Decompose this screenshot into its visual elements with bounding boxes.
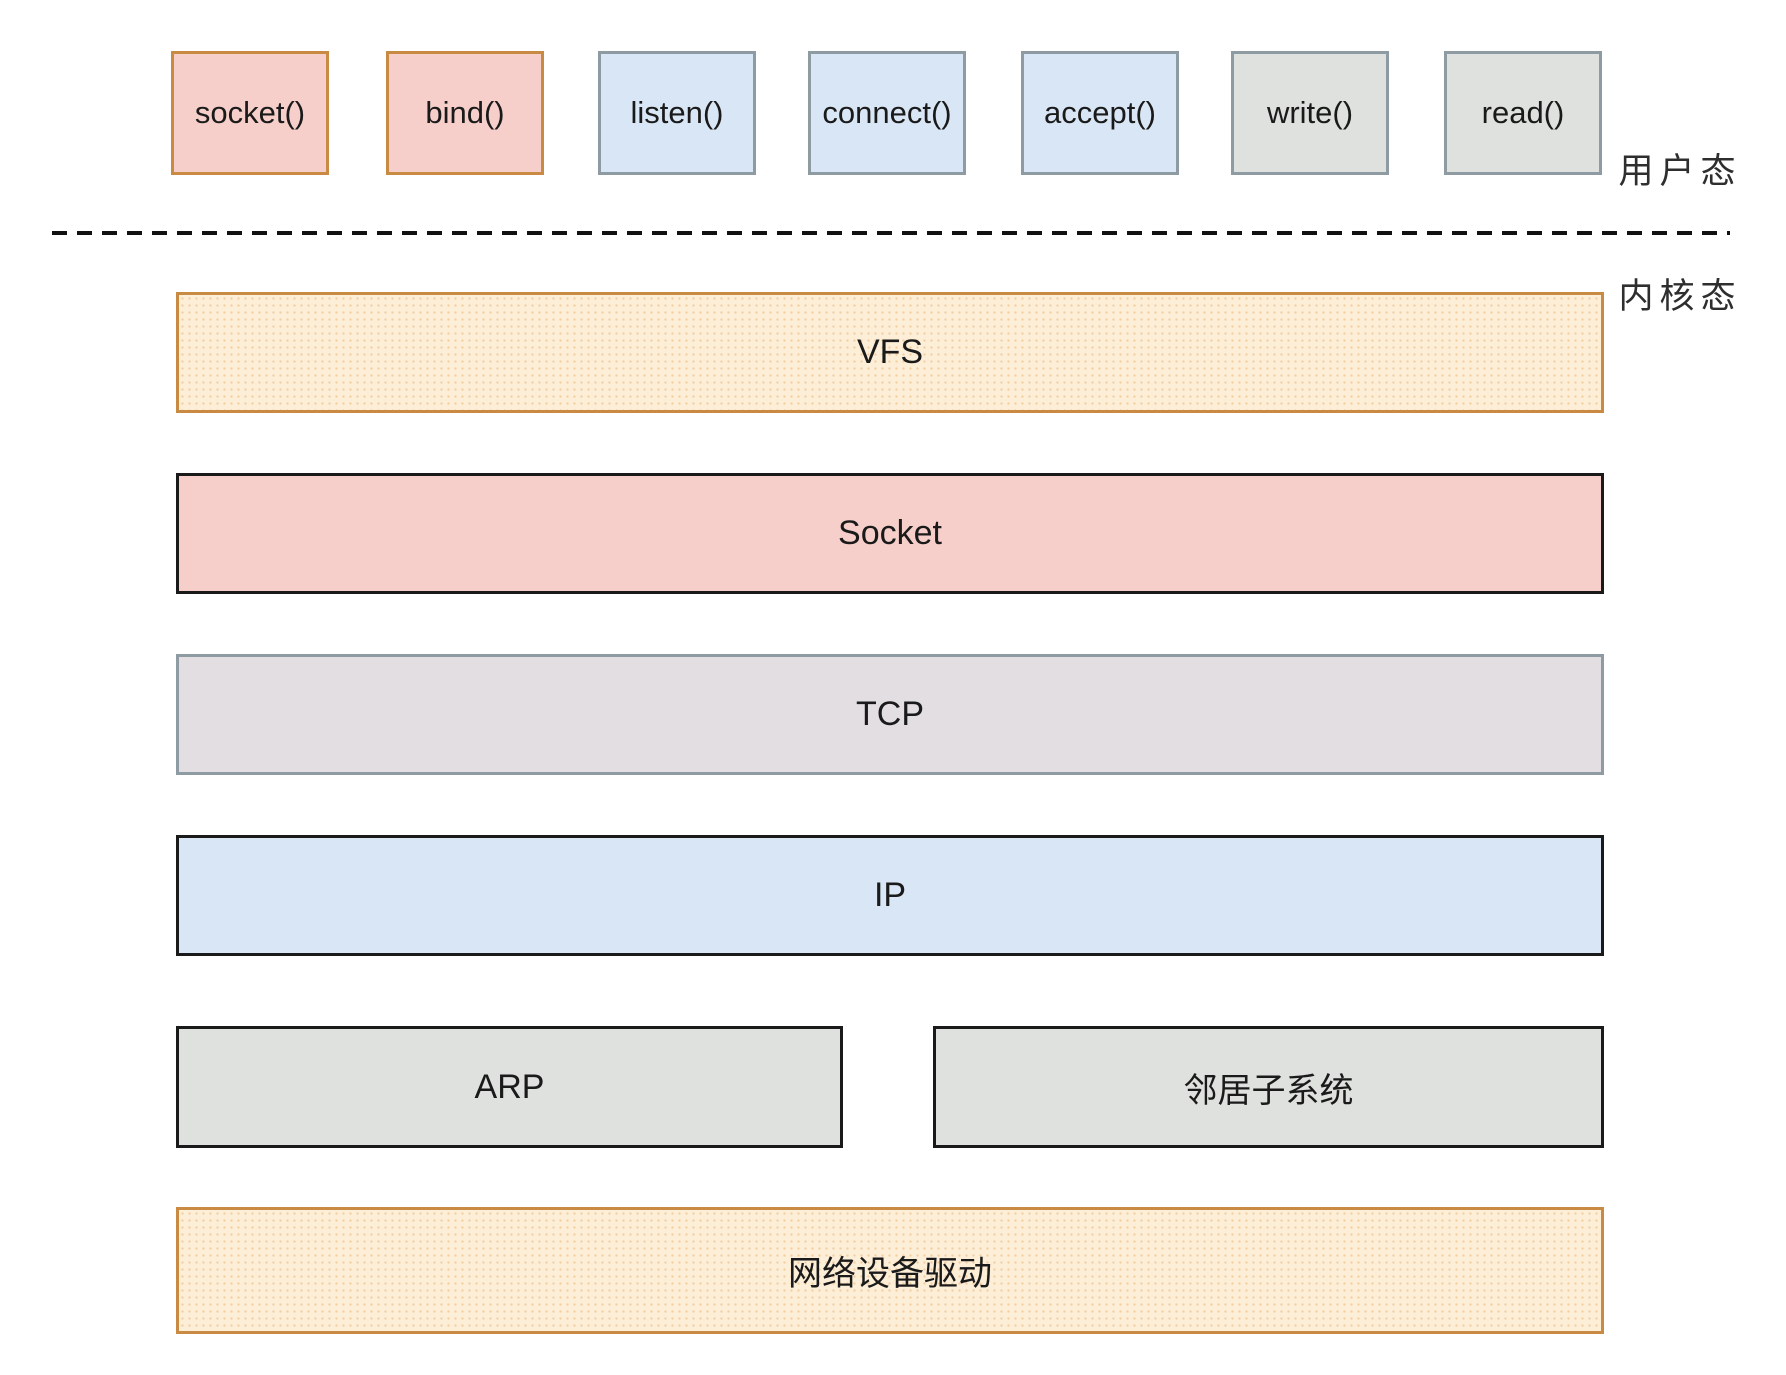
kernel-mode-label: 内核态 [1618, 277, 1742, 316]
syscall-box-connect: connect() [808, 51, 966, 175]
syscall-box-read: read() [1444, 51, 1602, 175]
layer-neighbor-subsystem: 邻居子系统 [933, 1026, 1604, 1148]
layer-network-device-driver: 网络设备驱动 [176, 1207, 1604, 1334]
layer-tcp: TCP [176, 654, 1604, 775]
layer-arp: ARP [176, 1026, 843, 1148]
syscall-box-socket: socket() [171, 51, 329, 175]
user-mode-label: 用户态 [1618, 152, 1742, 191]
syscall-box-bind: bind() [386, 51, 544, 175]
syscall-box-listen: listen() [598, 51, 756, 175]
syscall-box-accept: accept() [1021, 51, 1179, 175]
layer-ip: IP [176, 835, 1604, 956]
syscall-box-write: write() [1231, 51, 1389, 175]
layer-vfs: VFS [176, 292, 1604, 413]
user-kernel-divider-line [52, 231, 1730, 235]
layer-socket: Socket [176, 473, 1604, 594]
